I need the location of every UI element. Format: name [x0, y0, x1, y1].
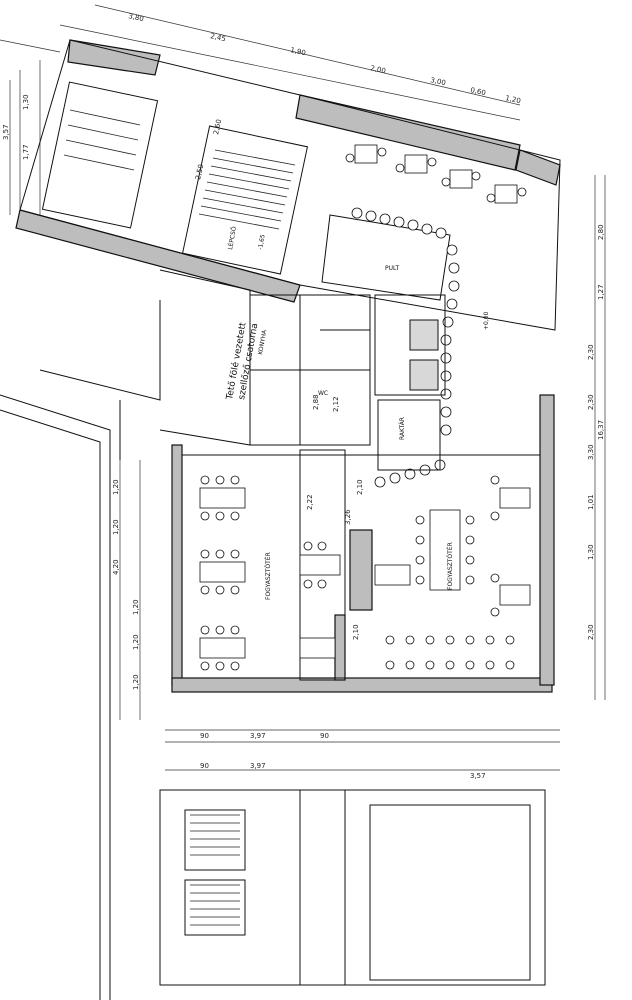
room-bar-label: PULT: [385, 265, 400, 272]
dim-left-8: 1,20: [132, 674, 140, 690]
dim-right-5: 16,37: [597, 420, 605, 440]
dim-right-1: 1,27: [597, 284, 605, 300]
dim-misc-5: 2,88: [312, 394, 320, 410]
dim-right-7: 1,30: [587, 544, 595, 560]
dim-bottom-4: 90: [320, 732, 329, 740]
dim-misc-0: 2,50: [194, 163, 205, 180]
upper-wing-outline: [19, 39, 561, 331]
dim-left-7: 1,20: [132, 634, 140, 650]
room-wc-label: WC: [318, 390, 328, 397]
room-dining-right-label: FOGYASZTÓTÉR: [446, 542, 454, 590]
dimension-lines: [0, 4, 606, 771]
dim-right-2: 2,30: [587, 344, 595, 360]
dim-bottom-1: 3,97: [250, 732, 266, 740]
dim-left-5: 4,20: [112, 559, 120, 575]
dim-right-3: 2,30: [587, 394, 595, 410]
dim-left-4: 1,20: [112, 519, 120, 535]
room-dining-left-label: FOGYASZTÓTÉR: [264, 552, 272, 600]
dim-misc-7: 2,22: [306, 494, 314, 510]
dim-left-2: 1,77: [22, 144, 30, 160]
dim-top-5: 0,60: [470, 86, 487, 97]
dim-top-3: 2,00: [370, 64, 387, 75]
dim-top-0: 3,80: [128, 12, 145, 23]
room-stairs-label: LÉPCSŐ: [226, 226, 238, 251]
upper-stairs: [63, 109, 296, 230]
dim-bottom-2: 3,97: [250, 762, 266, 770]
dim-right-4: 3,30: [587, 444, 595, 460]
lower-stairs: [190, 814, 240, 926]
dim-top-6: 1,20: [505, 94, 522, 105]
service-core: [249, 294, 446, 471]
dim-right-8: 2,30: [587, 624, 595, 640]
level-mark-2: -1,65: [257, 234, 267, 251]
left-lot-outline: [0, 269, 251, 1000]
bar-chairs: [351, 207, 460, 488]
dim-left-0: 3,57: [2, 124, 10, 140]
terrace-tables-upper: [345, 144, 527, 204]
right-dining-tables: [385, 475, 531, 670]
dim-left-1: 1,30: [22, 94, 30, 110]
dim-bottom-0: 3,57: [470, 772, 486, 780]
dim-misc-3: 2,10: [352, 624, 360, 640]
dim-bottom-3: 90: [200, 732, 209, 740]
room-kitchen-label: KONYHA: [257, 329, 268, 356]
lower-block: [159, 789, 546, 986]
dim-misc-6: 2,12: [332, 396, 340, 412]
left-dining-tables: [199, 475, 411, 671]
dim-misc-1: 2,60: [212, 118, 223, 135]
dim-top-1: 2,45: [210, 32, 227, 43]
dim-misc-4: 3,26: [344, 509, 352, 525]
dim-left-6: 1,20: [132, 599, 140, 615]
upper-wing-walls: [15, 39, 561, 303]
dim-misc-2: 2,10: [356, 479, 364, 495]
dim-bottom-5: 90: [200, 762, 209, 770]
dim-right-0: 2,80: [597, 224, 605, 240]
dim-top-2: 1,90: [290, 46, 307, 57]
room-storage-label: RAKTÁR: [399, 417, 406, 440]
level-mark: +0,00: [483, 311, 490, 330]
dim-top-4: 3,00: [430, 76, 447, 87]
dim-right-6: 1,01: [587, 494, 595, 510]
dim-left-3: 1,20: [112, 479, 120, 495]
